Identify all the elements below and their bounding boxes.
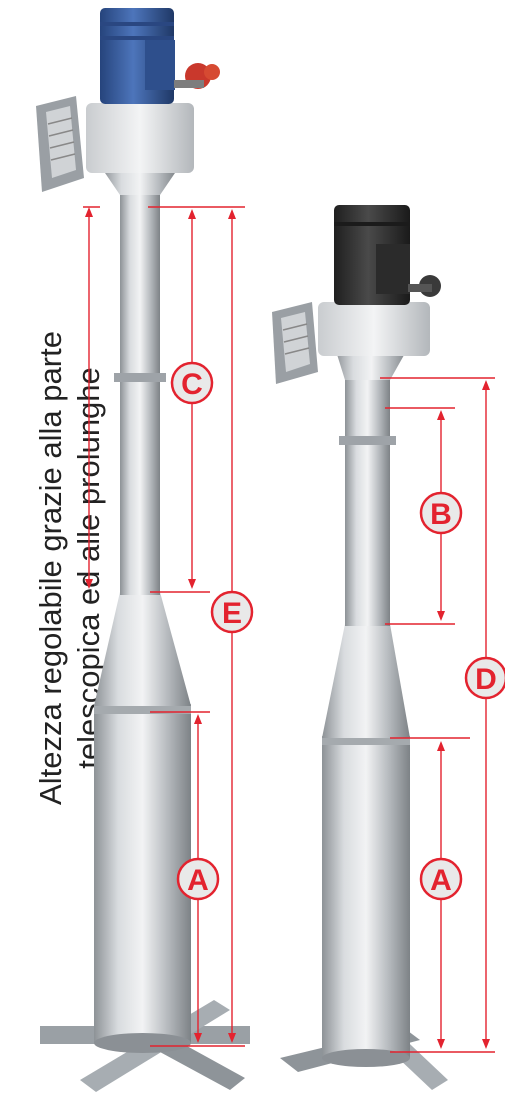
badge-d: D: [464, 656, 505, 700]
left-fan-housing: [86, 103, 194, 173]
label-b: B: [430, 498, 452, 531]
left-cone: [94, 592, 191, 706]
badge-c: C: [170, 361, 214, 405]
left-motor: [100, 8, 220, 104]
right-lower-cylinder: [322, 740, 410, 1058]
label-a-right: A: [430, 864, 452, 897]
label-e: E: [222, 597, 242, 630]
badge-a-left: A: [176, 857, 220, 901]
left-vent-grille: [36, 96, 84, 192]
right-telescopic-tube: [345, 378, 390, 626]
right-fan-housing: [318, 302, 430, 356]
badge-e: E: [210, 590, 254, 634]
badge-b: B: [419, 491, 463, 535]
arrow-heads: [85, 207, 490, 1049]
left-fan: [36, 8, 250, 1092]
right-fan: [272, 205, 448, 1090]
right-cone: [322, 624, 410, 738]
left-telescopic-tube: [120, 195, 160, 595]
label-d: D: [475, 663, 497, 696]
label-c: C: [181, 368, 203, 401]
badge-a-right: A: [419, 857, 463, 901]
right-motor: [334, 205, 441, 305]
right-vent-grille: [272, 302, 318, 384]
label-a-left: A: [187, 864, 209, 897]
left-lower-cylinder: [94, 708, 191, 1043]
